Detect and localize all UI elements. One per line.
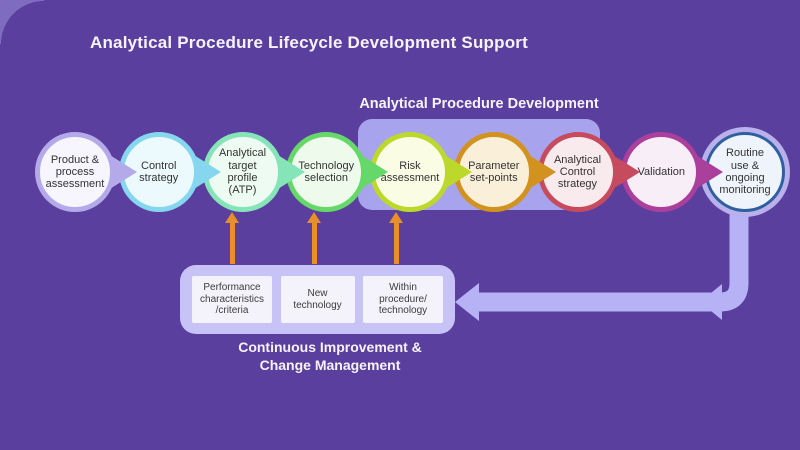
stage-label-routine-use-monitoring: Routine use & ongoing monitoring <box>719 147 771 197</box>
stage-label-analytical-control-strategy: Analytical Control strategy <box>553 153 602 191</box>
improvement-item-1: New technology <box>280 276 355 323</box>
stage-label-product-process-assessment: Product & process assessment <box>45 153 105 191</box>
stage-label-validation: Validation <box>637 165 686 178</box>
stage-label-risk-assessment: Risk assessment <box>380 159 440 184</box>
apd-group-label: Analytical Procedure Development <box>359 96 599 112</box>
up-arrow-line-0 <box>229 222 235 264</box>
page-title: Analytical Procedure Lifecycle Developme… <box>90 33 528 52</box>
up-arrow-line-1 <box>311 222 317 264</box>
corner-artifact <box>0 0 44 44</box>
stage-label-control-strategy: Control strategy <box>139 159 179 184</box>
stage-product-process-assessment: Product & process assessment <box>35 132 115 212</box>
improvement-item-2: Within procedure/ technology <box>363 276 443 323</box>
stage-analytical-target-profile: Analytical target profile (ATP) <box>202 132 283 212</box>
stage-label-technology-selection: Technology selection <box>298 159 355 184</box>
continuous-improvement-label: Continuous Improvement & Change Manageme… <box>238 339 422 373</box>
feedback-arrowhead-end <box>455 283 479 321</box>
up-arrow-line-2 <box>393 222 399 264</box>
up-arrow-head-1 <box>307 212 321 223</box>
feedback-arrowhead-mid <box>700 284 722 320</box>
up-arrow-head-2 <box>389 212 403 223</box>
up-arrow-head-0 <box>225 212 239 223</box>
stage-label-parameter-set-points: Parameter set-points <box>468 159 520 184</box>
stage-label-analytical-target-profile: Analytical target profile (ATP) <box>218 147 267 197</box>
stage-control-strategy: Control strategy <box>118 132 199 212</box>
improvement-item-0: Performance characteristics /criteria <box>192 276 272 323</box>
